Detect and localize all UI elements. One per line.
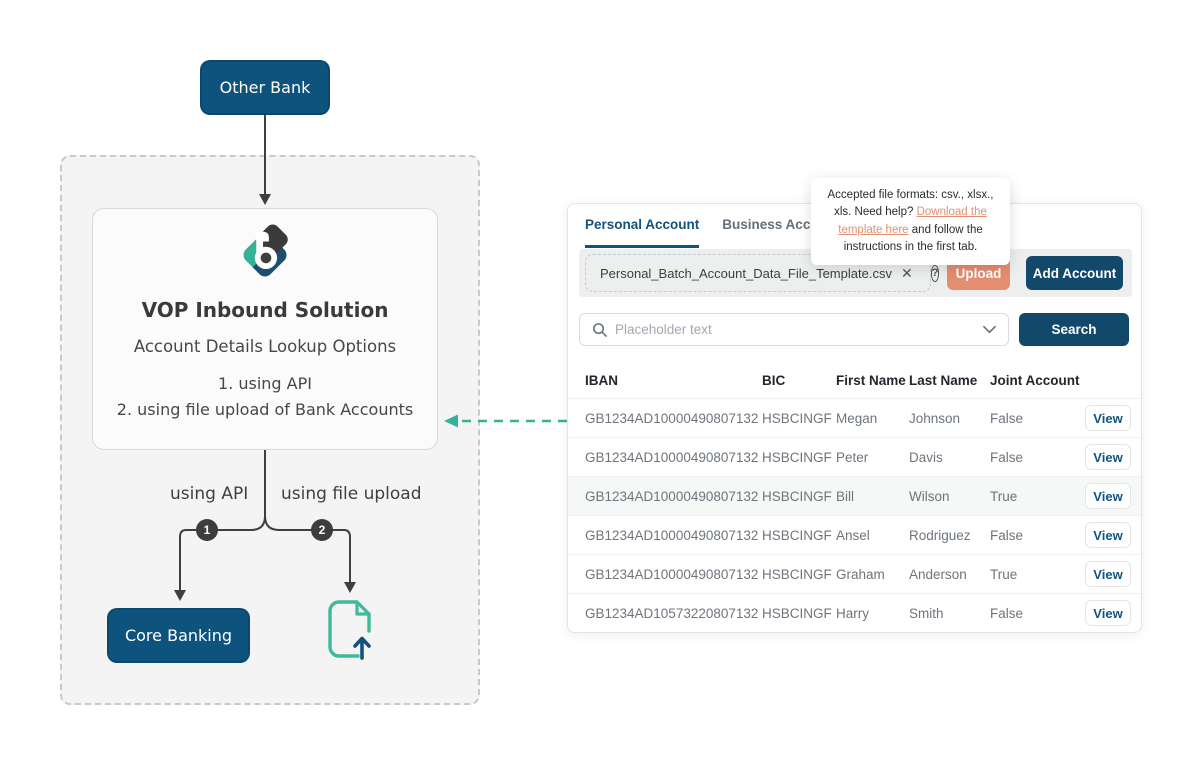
card-option-1: 1. using API [218, 374, 312, 393]
cell-last-name: Wilson [909, 488, 950, 504]
table-row: GB1234AD10000490807132 HSBCINGF Peter Da… [568, 437, 1141, 476]
core-banking-node: Core Banking [107, 608, 250, 663]
cell-bic: HSBCINGF [762, 605, 832, 621]
table-row: GB1234AD10000490807132 HSBCINGF Bill Wil… [568, 476, 1141, 515]
cell-last-name: Davis [909, 449, 943, 465]
cell-bic: HSBCINGF [762, 449, 832, 465]
view-button[interactable]: View [1085, 483, 1131, 509]
cell-iban: GB1234AD10000490807132 [585, 410, 759, 426]
card-options: 1. using API 2. using file upload of Ban… [93, 371, 437, 422]
card-title: VOP Inbound Solution [141, 298, 389, 322]
other-bank-label: Other Bank [219, 78, 311, 97]
selected-file-name: Personal_Batch_Account_Data_File_Templat… [600, 265, 892, 281]
help-icon[interactable]: ? [930, 264, 940, 282]
chevron-down-icon[interactable] [983, 325, 996, 334]
tooltip-text-after: and follow the instructions in the first… [843, 223, 983, 253]
cell-first-name: Bill [836, 488, 855, 504]
table-row: GB1234AD10573220807132 HSBCINGF Harry Sm… [568, 593, 1141, 632]
branch-number-2-badge: 2 [311, 519, 333, 541]
vop-logo-icon [243, 224, 288, 277]
view-button[interactable]: View [1085, 522, 1131, 548]
cell-joint-account: True [990, 566, 1018, 582]
download-template-link[interactable]: Download the template here [838, 206, 987, 236]
cell-joint-account: False [990, 410, 1024, 426]
search-icon [593, 323, 607, 337]
cell-iban: GB1234AD10000490807132 [585, 488, 759, 504]
search-row: Placeholder text Search [579, 313, 1132, 346]
header-iban: IBAN [585, 372, 618, 388]
cell-iban: GB1234AD10000490807132 [585, 566, 759, 582]
cell-last-name: Smith [909, 605, 944, 621]
cell-bic: HSBCINGF [762, 410, 832, 426]
table-row: GB1234AD10000490807132 HSBCINGF Ansel Ro… [568, 515, 1141, 554]
cell-first-name: Graham [836, 566, 885, 582]
core-banking-label: Core Banking [124, 626, 233, 645]
cell-last-name: Anderson [909, 566, 967, 582]
cell-first-name: Harry [836, 605, 869, 621]
cell-iban: GB1234AD10000490807132 [585, 527, 759, 543]
view-button[interactable]: View [1085, 561, 1131, 587]
search-placeholder: Placeholder text [615, 322, 712, 337]
tab-personal-account[interactable]: Personal Account [585, 217, 700, 248]
account-panel: Personal Account Business Account Person… [567, 203, 1142, 633]
clear-file-icon[interactable]: ✕ [900, 265, 913, 281]
header-bic: BIC [762, 372, 786, 388]
add-account-button[interactable]: Add Account [1026, 256, 1123, 290]
file-format-tooltip: Accepted file formats: csv., xlsx., xls.… [811, 178, 1010, 265]
branch-label-api: using API [170, 484, 249, 504]
cell-joint-account: False [990, 449, 1024, 465]
accounts-table: IBAN BIC First Name Last Name Joint Acco… [568, 362, 1141, 632]
table-header-row: IBAN BIC First Name Last Name Joint Acco… [568, 362, 1141, 398]
table-row: GB1234AD10000490807132 HSBCINGF Graham A… [568, 554, 1141, 593]
cell-last-name: Johnson [909, 410, 961, 426]
file-upload-icon [328, 600, 371, 660]
cell-last-name: Rodriguez [909, 527, 971, 543]
header-last-name: Last Name [909, 372, 978, 388]
search-input[interactable]: Placeholder text [579, 313, 1009, 346]
search-button[interactable]: Search [1019, 313, 1129, 346]
cell-iban: GB1234AD10573220807132 [585, 605, 759, 621]
header-joint-account: Joint Account [990, 372, 1080, 388]
view-button[interactable]: View [1085, 600, 1131, 626]
branch-label-file-upload: using file upload [281, 484, 422, 504]
tab-bar: Personal Account Business Account [585, 217, 840, 248]
cell-joint-account: True [990, 488, 1018, 504]
cell-joint-account: False [990, 527, 1024, 543]
header-first-name: First Name [836, 372, 906, 388]
card-option-2: 2. using file upload of Bank Accounts [116, 399, 414, 419]
view-button[interactable]: View [1085, 444, 1131, 470]
view-button[interactable]: View [1085, 405, 1131, 431]
tab-business-account[interactable]: Business Account [722, 217, 840, 232]
branch-number-1-badge: 1 [196, 519, 218, 541]
selected-file-chip: Personal_Batch_Account_Data_File_Templat… [585, 254, 940, 292]
cell-bic: HSBCINGF [762, 527, 832, 543]
table-row: GB1234AD10000490807132 HSBCINGF Megan Jo… [568, 398, 1141, 437]
cell-first-name: Ansel [836, 527, 870, 543]
other-bank-node: Other Bank [200, 60, 330, 115]
vop-solution-card: VOP Inbound Solution Account Details Loo… [92, 208, 438, 450]
card-subtitle: Account Details Lookup Options [133, 337, 397, 356]
cell-first-name: Megan [836, 410, 878, 426]
cell-first-name: Peter [836, 449, 869, 465]
tooltip-text-before: Accepted file formats: csv., xlsx., xls.… [827, 189, 994, 219]
cell-bic: HSBCINGF [762, 488, 832, 504]
cell-joint-account: False [990, 605, 1024, 621]
cell-iban: GB1234AD10000490807132 [585, 449, 759, 465]
cell-bic: HSBCINGF [762, 566, 832, 582]
